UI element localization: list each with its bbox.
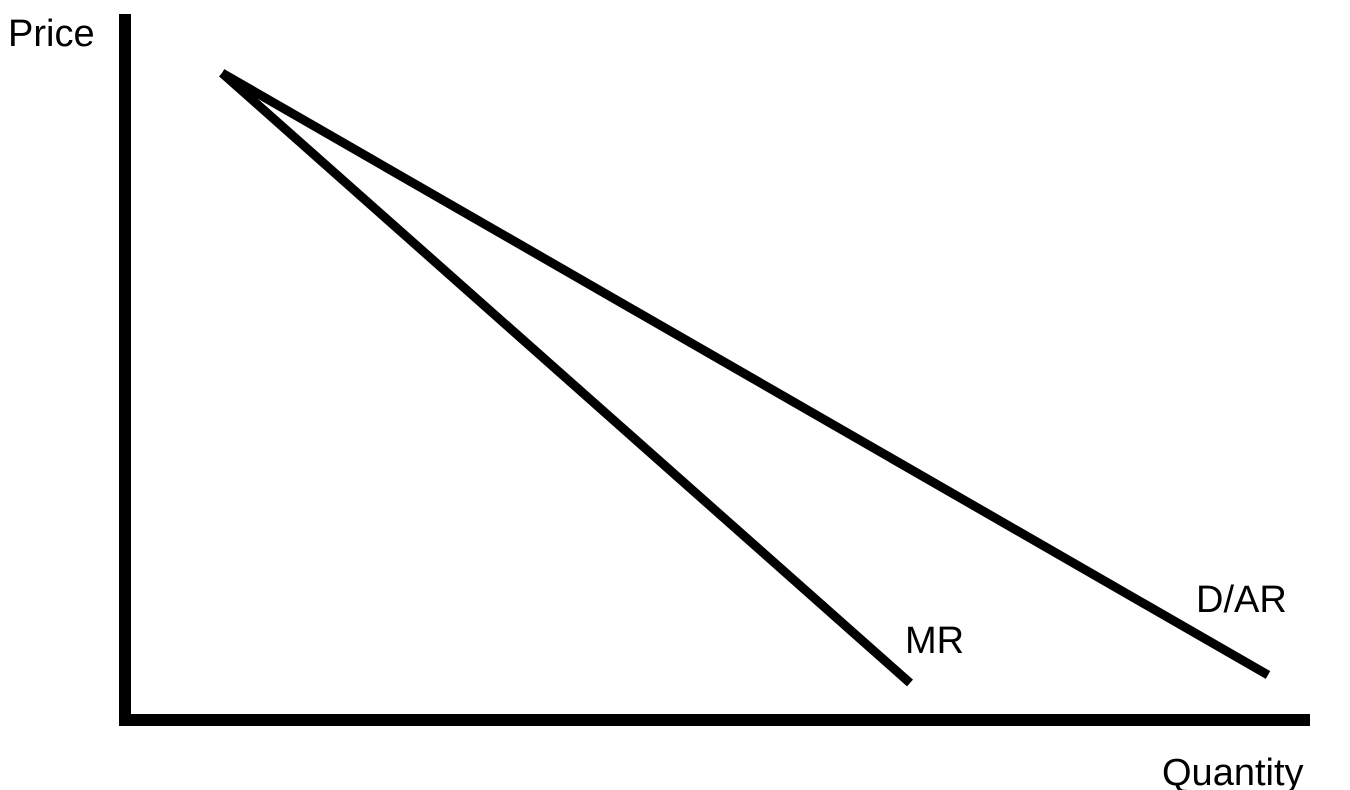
y-axis-label: Price bbox=[8, 13, 95, 55]
demand-curve-label: D/AR bbox=[1196, 579, 1287, 621]
marginal-revenue-curve-label: MR bbox=[905, 620, 964, 662]
marginal-revenue-curve bbox=[219, 69, 913, 687]
demand-curve bbox=[219, 69, 1271, 679]
x-axis-label: Quantity bbox=[1162, 752, 1304, 790]
